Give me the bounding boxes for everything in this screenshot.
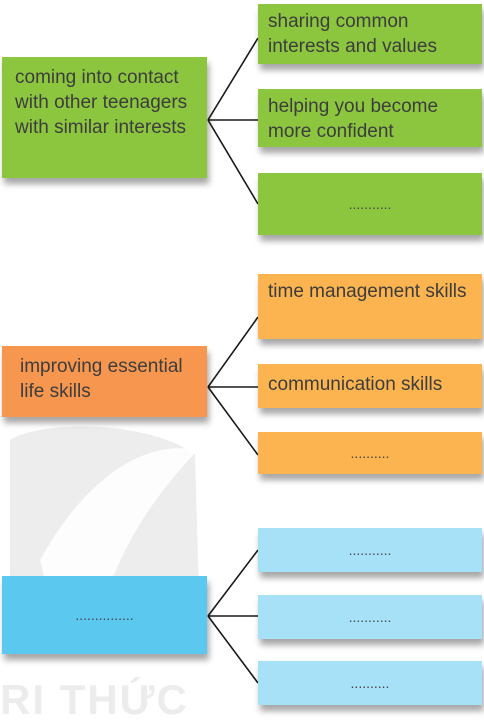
branch-box-sharing: sharing common interests and values: [258, 4, 482, 64]
branch-box-blank-1-text: ...........: [348, 195, 392, 212]
main-box-blank: ...............: [2, 576, 207, 654]
branch-box-blank-3-text: ...........: [348, 541, 392, 558]
branch-box-communication-text: communication skills: [268, 374, 443, 395]
main-box-contact: coming into contact with other teenagers…: [2, 57, 207, 178]
branch-box-blank-1: ...........: [258, 173, 482, 235]
main-box-life-skills-text: improving essential life skills: [20, 356, 183, 402]
branch-box-blank-4: ...........: [258, 595, 482, 639]
branch-box-blank-5-text: ..........: [350, 674, 390, 691]
branch-box-blank-2-text: ..........: [350, 444, 390, 461]
watermark-text: RI THỨC: [0, 676, 189, 723]
branch-box-time-management-text: time management skills: [268, 281, 467, 302]
main-box-contact-text: coming into contact with other teenagers…: [15, 67, 188, 138]
main-box-blank-text: ...............: [75, 606, 134, 623]
branch-box-blank-5: ..........: [258, 661, 482, 705]
branch-box-communication: communication skills: [258, 364, 482, 408]
main-box-life-skills: improving essential life skills: [2, 346, 207, 417]
branch-box-time-management: time management skills: [258, 274, 482, 339]
branch-box-confident: helping you become more confident: [258, 89, 482, 147]
branch-box-confident-text: helping you become more confident: [268, 96, 439, 142]
branch-box-blank-3: ...........: [258, 528, 482, 572]
branch-box-blank-2: ..........: [258, 432, 482, 474]
branch-box-blank-4-text: ...........: [348, 608, 392, 625]
branch-box-sharing-text: sharing common interests and values: [268, 11, 437, 57]
